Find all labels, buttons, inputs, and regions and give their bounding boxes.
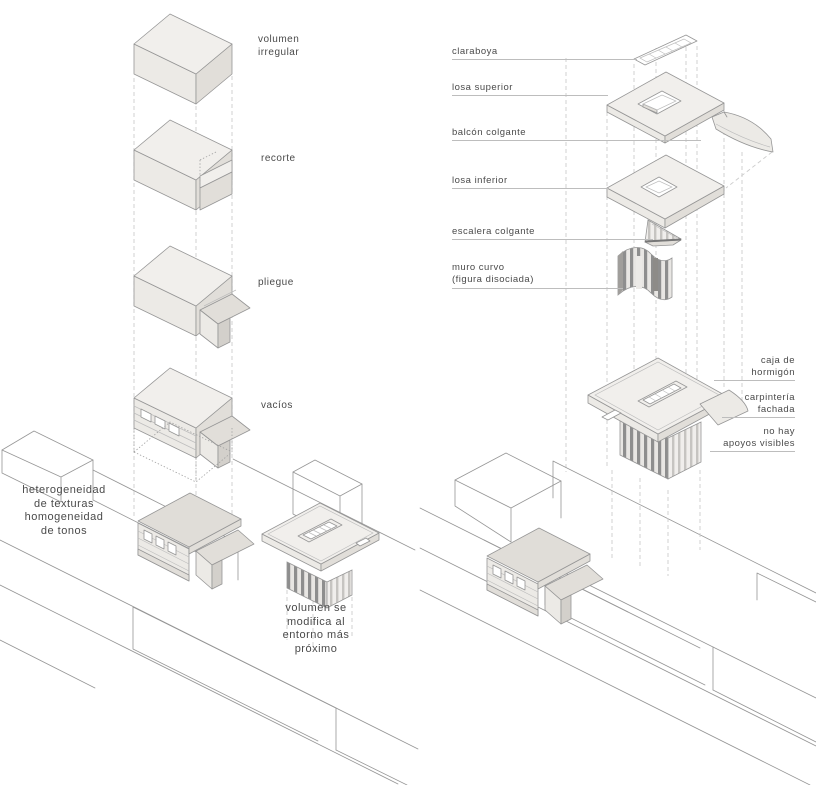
leader-no-apoyos xyxy=(710,451,795,452)
right-column xyxy=(419,34,816,785)
label-losa-inferior: losa inferior xyxy=(452,175,508,186)
losa-superior-component xyxy=(606,71,725,144)
note-heterogeneidad: heterogeneidad de texturas homogeneidad … xyxy=(22,484,106,537)
balcon-colgante-component xyxy=(711,111,774,153)
site-plan-left xyxy=(0,430,419,785)
iso-box-pliegue xyxy=(133,245,251,349)
escalera-colgante-component xyxy=(644,219,683,247)
label-recorte: recorte xyxy=(261,153,296,164)
label-claraboya: claraboya xyxy=(452,46,498,57)
context-building-right xyxy=(486,527,604,625)
losa-inferior-component xyxy=(606,154,725,229)
label-escalera-colgante: escalera colgante xyxy=(452,226,535,237)
leader-losa-superior xyxy=(452,95,608,96)
label-no-apoyos: no hay apoyos visibles xyxy=(723,426,795,449)
label-losa-superior: losa superior xyxy=(452,82,513,93)
leader-caja-hormigon xyxy=(714,380,795,381)
iso-box-recorte xyxy=(133,119,233,211)
context-building-textured xyxy=(137,492,255,590)
label-carpinteria-fachada: carpintería fachada xyxy=(744,392,795,415)
skylight-ring xyxy=(297,518,343,543)
leader-balcon-colgante xyxy=(452,140,701,141)
leader-claraboya xyxy=(452,59,637,60)
muro-curvo-component xyxy=(617,247,673,301)
note-volumen-modifica: volumen se modifica al entorno más próxi… xyxy=(282,602,350,655)
context-building-floating xyxy=(261,502,380,650)
leader-carpinteria-fachada xyxy=(722,417,795,418)
assembled-building xyxy=(587,357,749,480)
label-balcon-colgante: balcón colgante xyxy=(452,127,527,138)
label-muro-curvo: muro curvo (figura disociada) xyxy=(452,262,534,285)
projected-base-outline xyxy=(133,421,233,483)
site-plan-right xyxy=(419,452,816,785)
balcony-wing xyxy=(699,389,749,426)
iso-box-vacios xyxy=(133,367,251,483)
leader-losa-inferior xyxy=(452,188,608,189)
label-caja-hormigon: caja de hormigón xyxy=(751,355,795,378)
label-pliegue: pliegue xyxy=(258,277,294,288)
leader-muro-curvo xyxy=(452,288,623,289)
label-volumen-irregular: volumen irregular xyxy=(258,34,300,58)
roof-skylight-ring xyxy=(637,380,688,408)
iso-box-volumen-irregular xyxy=(133,13,233,105)
leader-escalera-colgante xyxy=(452,239,653,240)
claraboya-component xyxy=(633,34,698,66)
label-vacios: vacíos xyxy=(261,400,293,411)
left-column xyxy=(0,13,419,785)
